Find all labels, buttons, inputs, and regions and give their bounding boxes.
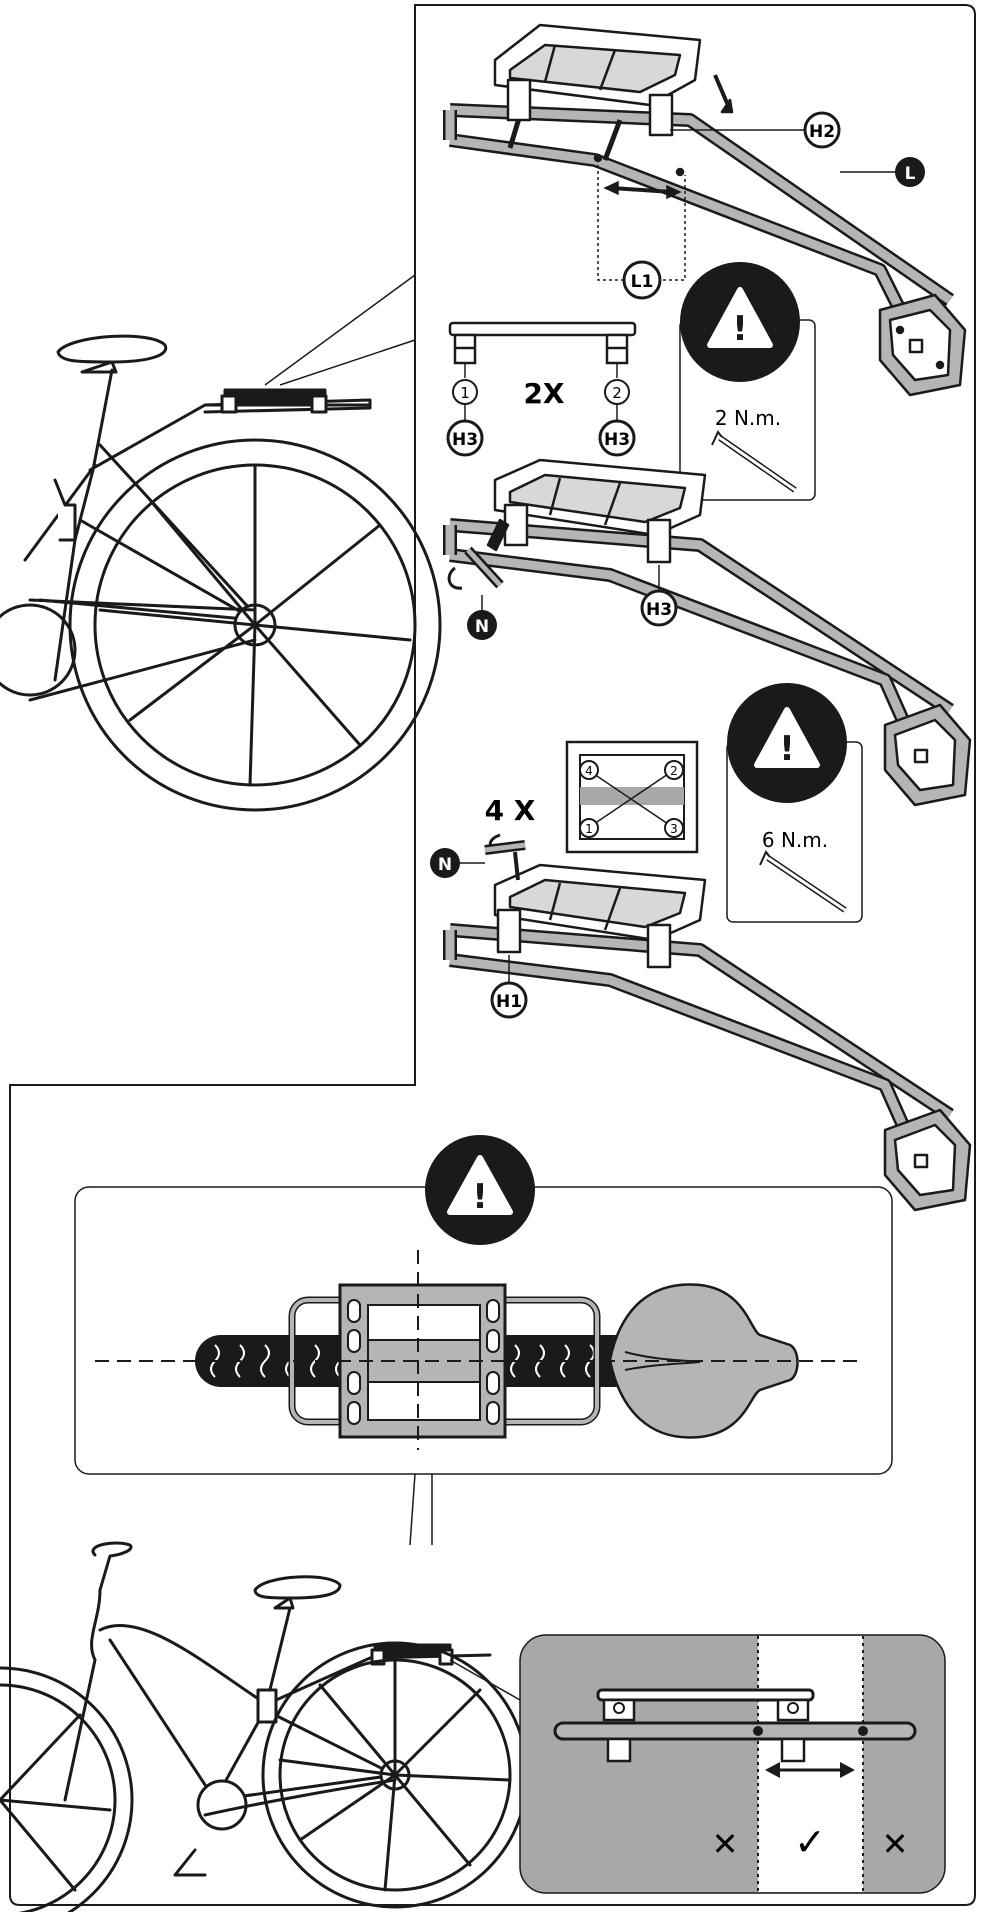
order-4-step3-text: 4 bbox=[585, 764, 593, 778]
label-h2: H2 bbox=[803, 111, 841, 149]
correct-zone bbox=[758, 1636, 863, 1892]
label-h3-left-text: H3 bbox=[452, 430, 478, 450]
order-2-step3-text: 2 bbox=[670, 764, 678, 778]
torque-step3: 6 N.m. bbox=[762, 828, 828, 852]
bike-side-view-lower bbox=[0, 1541, 529, 1916]
label-n-step3: N bbox=[430, 848, 460, 878]
label-l1: L1 bbox=[622, 260, 662, 300]
order-1-step3-text: 1 bbox=[585, 822, 593, 836]
correct-position: ✓ bbox=[794, 1820, 826, 1864]
warning-icon-alignment-symbol: ! bbox=[472, 1177, 488, 1217]
callout-line-bottom bbox=[279, 339, 416, 386]
order-3-step3-text: 3 bbox=[670, 822, 678, 836]
bike-side-view-upper bbox=[0, 334, 442, 812]
label-n-step2-text: N bbox=[475, 617, 489, 637]
step2-count: 2X bbox=[523, 377, 564, 410]
position-check-panel: ✕ ✓ ✕ bbox=[519, 1634, 946, 1894]
order-2-step2-text: 2 bbox=[612, 384, 622, 402]
alignment-top-view-panel: ! bbox=[74, 1135, 893, 1546]
label-h3-right: H3 bbox=[598, 419, 636, 457]
order-1-step3: 1 bbox=[579, 818, 599, 838]
label-l: L bbox=[895, 157, 925, 187]
hex-key-icon-step3 bbox=[759, 850, 847, 913]
label-h3-step2-text: H3 bbox=[646, 600, 672, 620]
label-n-step2: N bbox=[467, 610, 497, 640]
torque-box-step3: ! 6 N.m. bbox=[726, 683, 863, 923]
saddle-top-view bbox=[608, 1283, 799, 1439]
label-l-text: L bbox=[905, 164, 916, 184]
step2-rack-assembly bbox=[443, 458, 972, 807]
torque-step2: 2 N.m. bbox=[715, 406, 781, 430]
step2-clamp-sequence bbox=[448, 321, 637, 420]
callout-line-top bbox=[264, 274, 416, 386]
label-l1-text: L1 bbox=[631, 272, 654, 292]
hex-key-icon-step2 bbox=[711, 430, 797, 493]
label-h1: H1 bbox=[490, 981, 528, 1019]
step3-count: 4 X bbox=[485, 794, 536, 827]
order-1-step2: 1 bbox=[452, 379, 478, 405]
torque-box-step2: ! 2 N.m. bbox=[679, 262, 816, 501]
order-2-step2: 2 bbox=[604, 379, 630, 405]
label-h1-text: H1 bbox=[496, 992, 522, 1012]
label-h3-left: H3 bbox=[446, 419, 484, 457]
warning-icon-step3-symbol: ! bbox=[779, 729, 795, 769]
order-2-step3: 2 bbox=[664, 760, 684, 780]
label-h2-text: H2 bbox=[809, 122, 835, 142]
order-3-step3: 3 bbox=[664, 818, 684, 838]
label-h3-step2: H3 bbox=[640, 589, 678, 627]
upper-panel-outline bbox=[9, 4, 976, 1906]
label-h3-right-text: H3 bbox=[604, 430, 630, 450]
wrong-position-left: ✕ bbox=[712, 1825, 739, 1863]
wrong-position-right: ✕ bbox=[882, 1825, 909, 1863]
order-4-step3: 4 bbox=[579, 760, 599, 780]
label-n-step3-text: N bbox=[438, 855, 452, 875]
step3-rack-assembly bbox=[443, 840, 972, 1212]
step1-rack-assembly bbox=[443, 23, 967, 397]
warning-icon-step2-symbol: ! bbox=[732, 309, 748, 349]
order-1-step2-text: 1 bbox=[460, 384, 470, 402]
callout-line-position bbox=[449, 1659, 521, 1701]
